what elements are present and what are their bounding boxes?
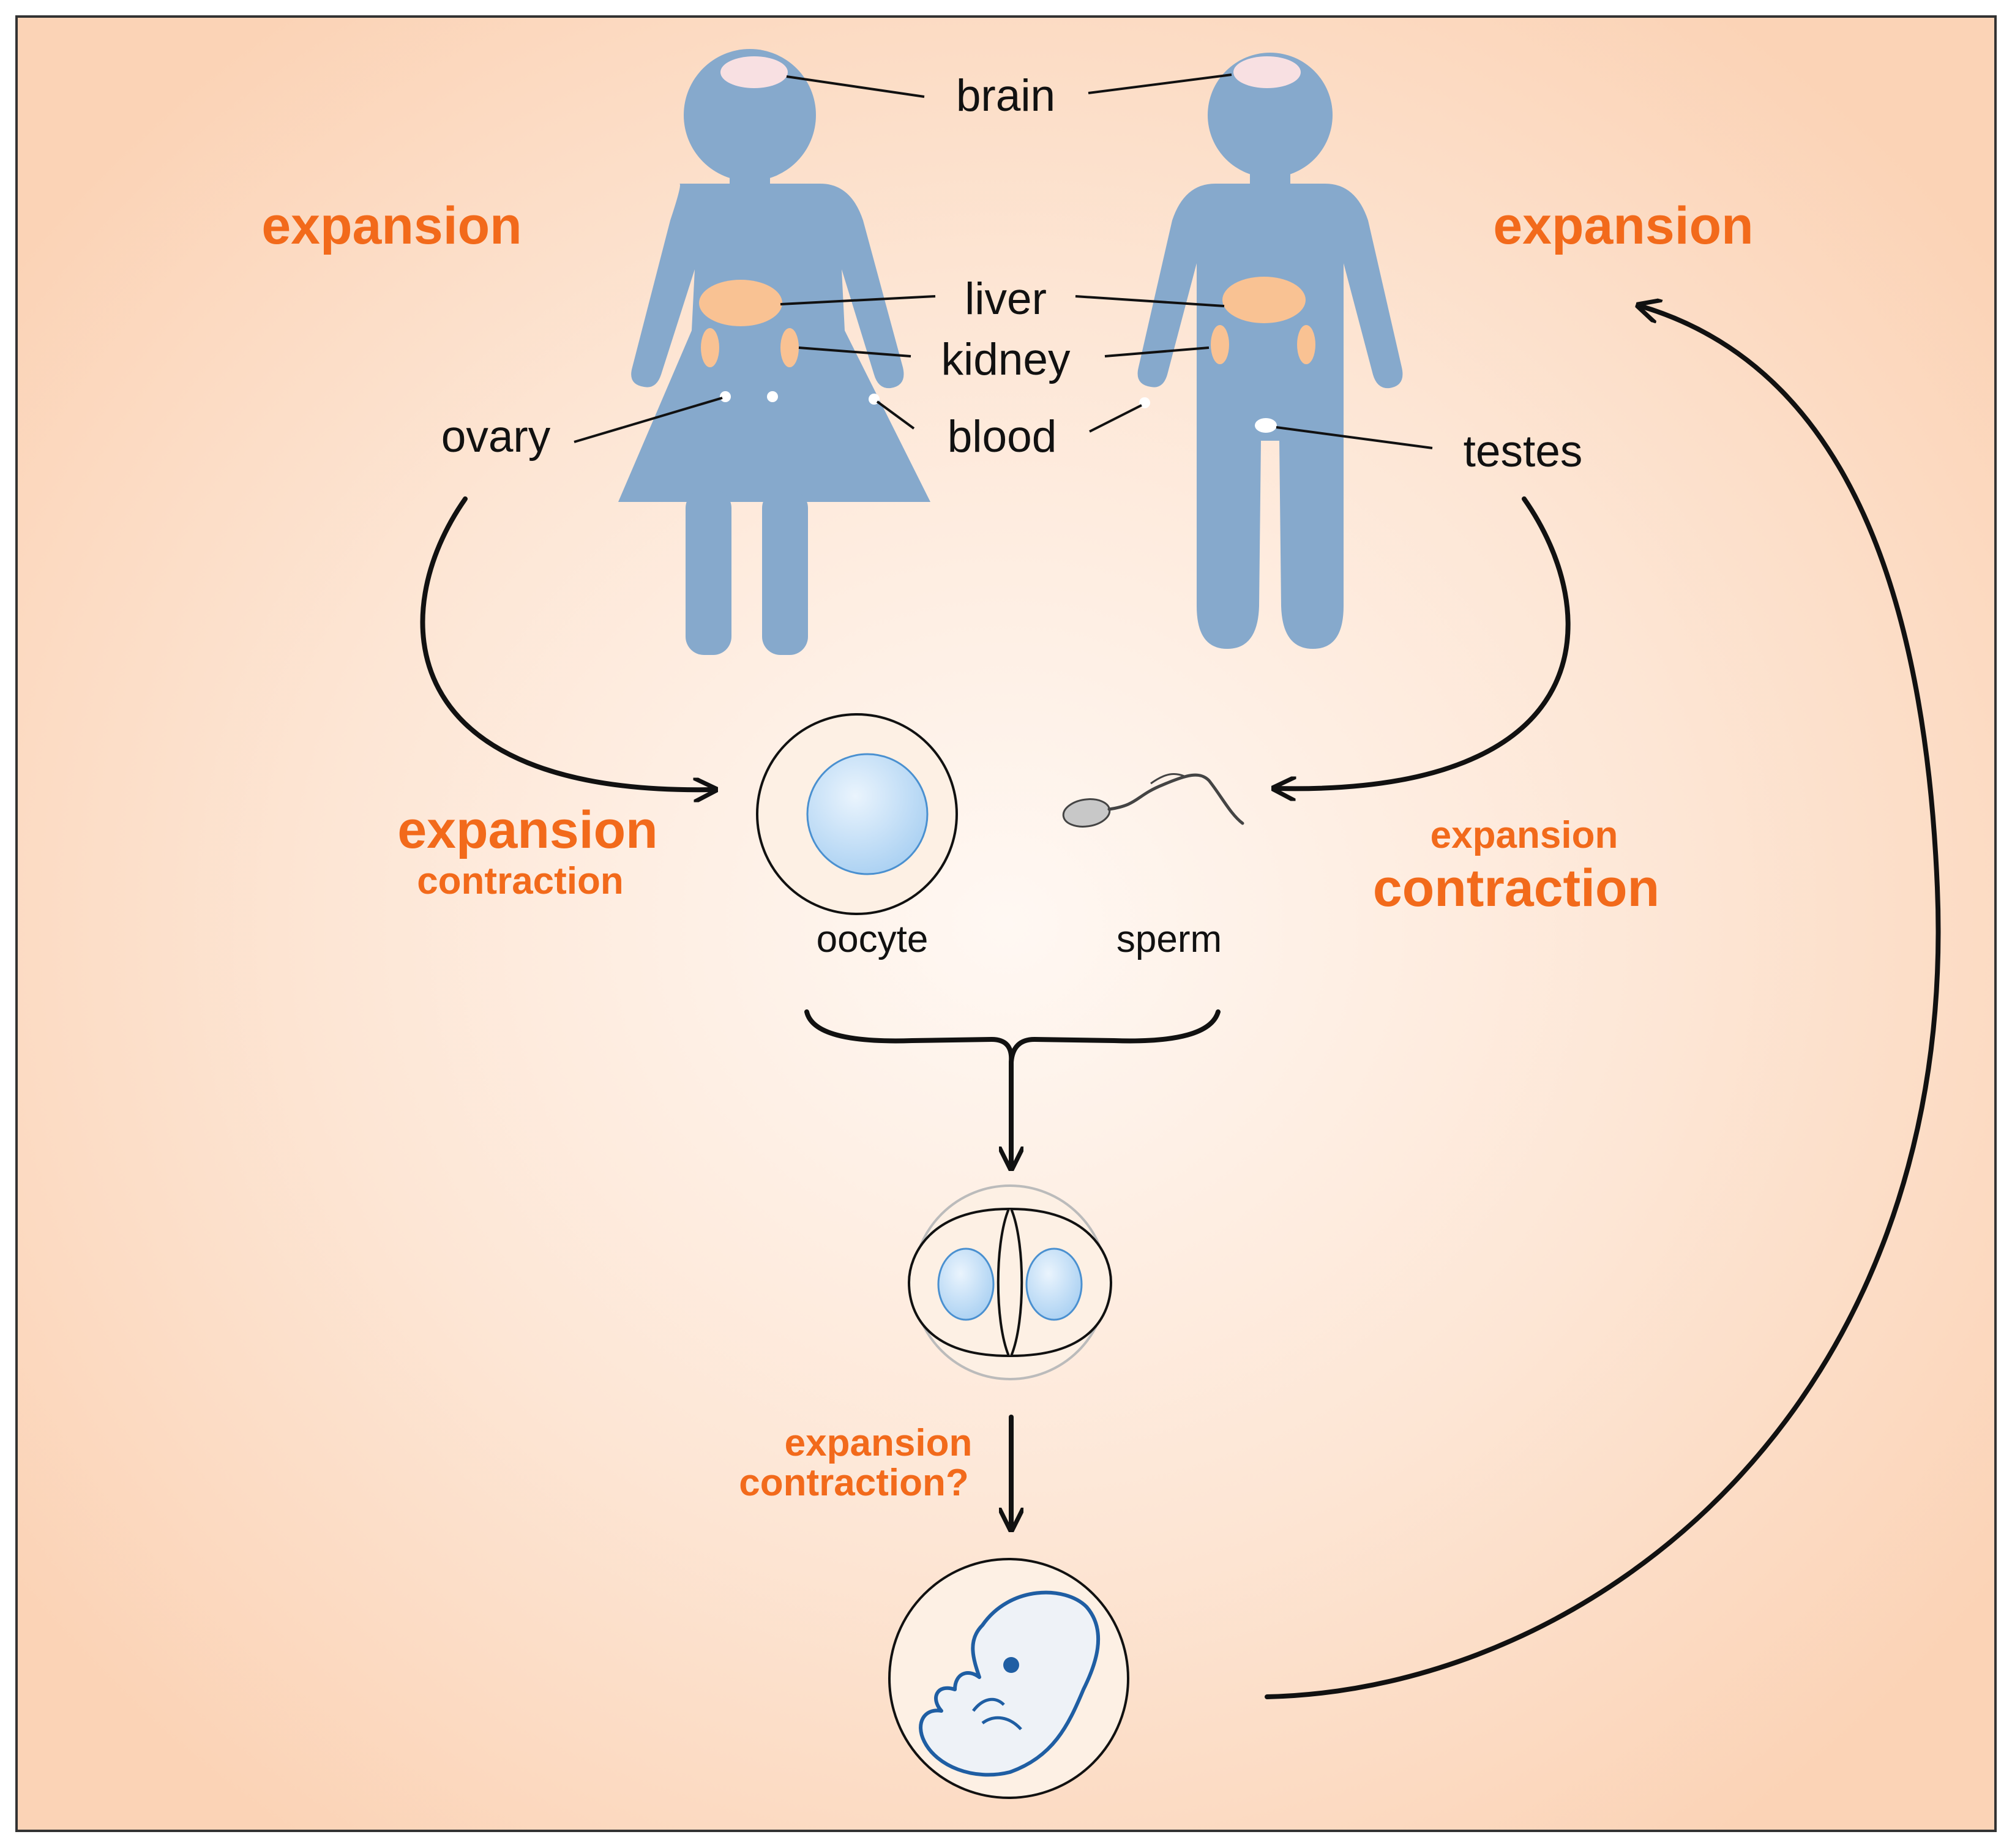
male-figure-icon xyxy=(1137,53,1403,649)
female-ovary-spot-right xyxy=(767,391,778,402)
male-kidney-left-spot xyxy=(1211,325,1229,364)
label-blood: blood xyxy=(948,412,1057,462)
label-ovary: ovary xyxy=(441,412,551,462)
male-testes-spot xyxy=(1255,418,1277,433)
label-brain: brain xyxy=(956,71,1055,121)
annotation-testes-expansion: expansion xyxy=(1430,814,1618,856)
annotation-expansion-top-right: expansion xyxy=(1493,196,1753,255)
arrow-embryo-to-adults xyxy=(1265,306,1941,1699)
label-liver: liver xyxy=(965,274,1047,324)
annotation-ovary-expansion: expansion xyxy=(397,801,657,859)
annotation-ovary-contraction: contraction xyxy=(417,860,624,902)
label-testes: testes xyxy=(1464,427,1583,476)
label-oocyte: oocyte xyxy=(817,918,929,960)
two-cell-embryo-icon xyxy=(907,1184,1113,1380)
male-kidney-right-spot xyxy=(1297,325,1315,364)
female-kidney-left-spot xyxy=(701,328,719,367)
leader-lines xyxy=(574,73,1433,449)
label-kidney: kidney xyxy=(941,335,1071,384)
arrow-testes-to-sperm xyxy=(1276,496,1571,788)
female-brain-spot xyxy=(720,56,788,88)
annotation-expansion-top-left: expansion xyxy=(261,196,522,255)
male-liver-spot xyxy=(1222,277,1306,323)
sperm-icon xyxy=(1062,772,1244,828)
female-kidney-right-spot xyxy=(780,328,799,367)
arrow-ovary-to-oocyte xyxy=(420,496,713,790)
female-liver-spot xyxy=(699,280,782,326)
annotation-embryo-expansion: expansion xyxy=(785,1422,973,1464)
cycle-arrows xyxy=(420,306,1941,1699)
female-figure-icon xyxy=(618,49,930,655)
oocyte-icon xyxy=(756,713,958,915)
embryo-icon xyxy=(888,1558,1129,1799)
female-ovary-spot-left xyxy=(720,391,731,402)
male-blood-spot xyxy=(1139,397,1150,408)
annotation-embryo-contraction: contraction? xyxy=(739,1462,968,1504)
annotation-testes-contraction: contraction xyxy=(1373,859,1659,918)
male-brain-spot xyxy=(1233,56,1301,88)
label-sperm: sperm xyxy=(1116,918,1222,960)
female-blood-spot xyxy=(869,394,880,405)
